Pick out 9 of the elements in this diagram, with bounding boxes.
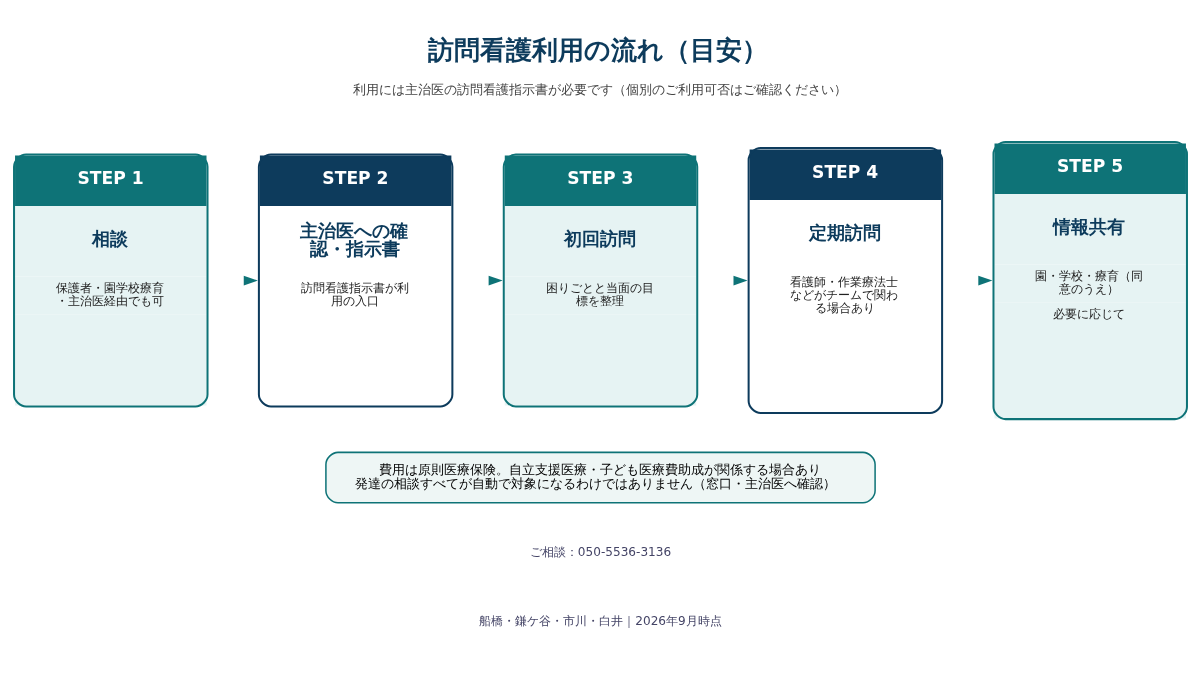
arrow (243, 275, 258, 286)
label: ご相談：050-5536-3136 (529, 545, 671, 560)
label: 利用には主治医の訪問看護指示書が必要です（個別のご利用可否はご確認ください） (353, 82, 847, 98)
node-box: 費用は原則医療保険。自立支援医療・子ども医療費助成が関係する場合あり 発達の相談すべてが自動で対象になるわけではありません（窓口・主治医へ確認） (324, 451, 876, 504)
arrow (488, 275, 503, 286)
label: 船橋・鎌ケ谷・市川・白井｜2026年9月時点 (478, 613, 722, 628)
arrow (977, 275, 992, 286)
arrow (732, 275, 748, 286)
diagram-title: 訪問看護利用の流れ（目安） (427, 35, 768, 66)
